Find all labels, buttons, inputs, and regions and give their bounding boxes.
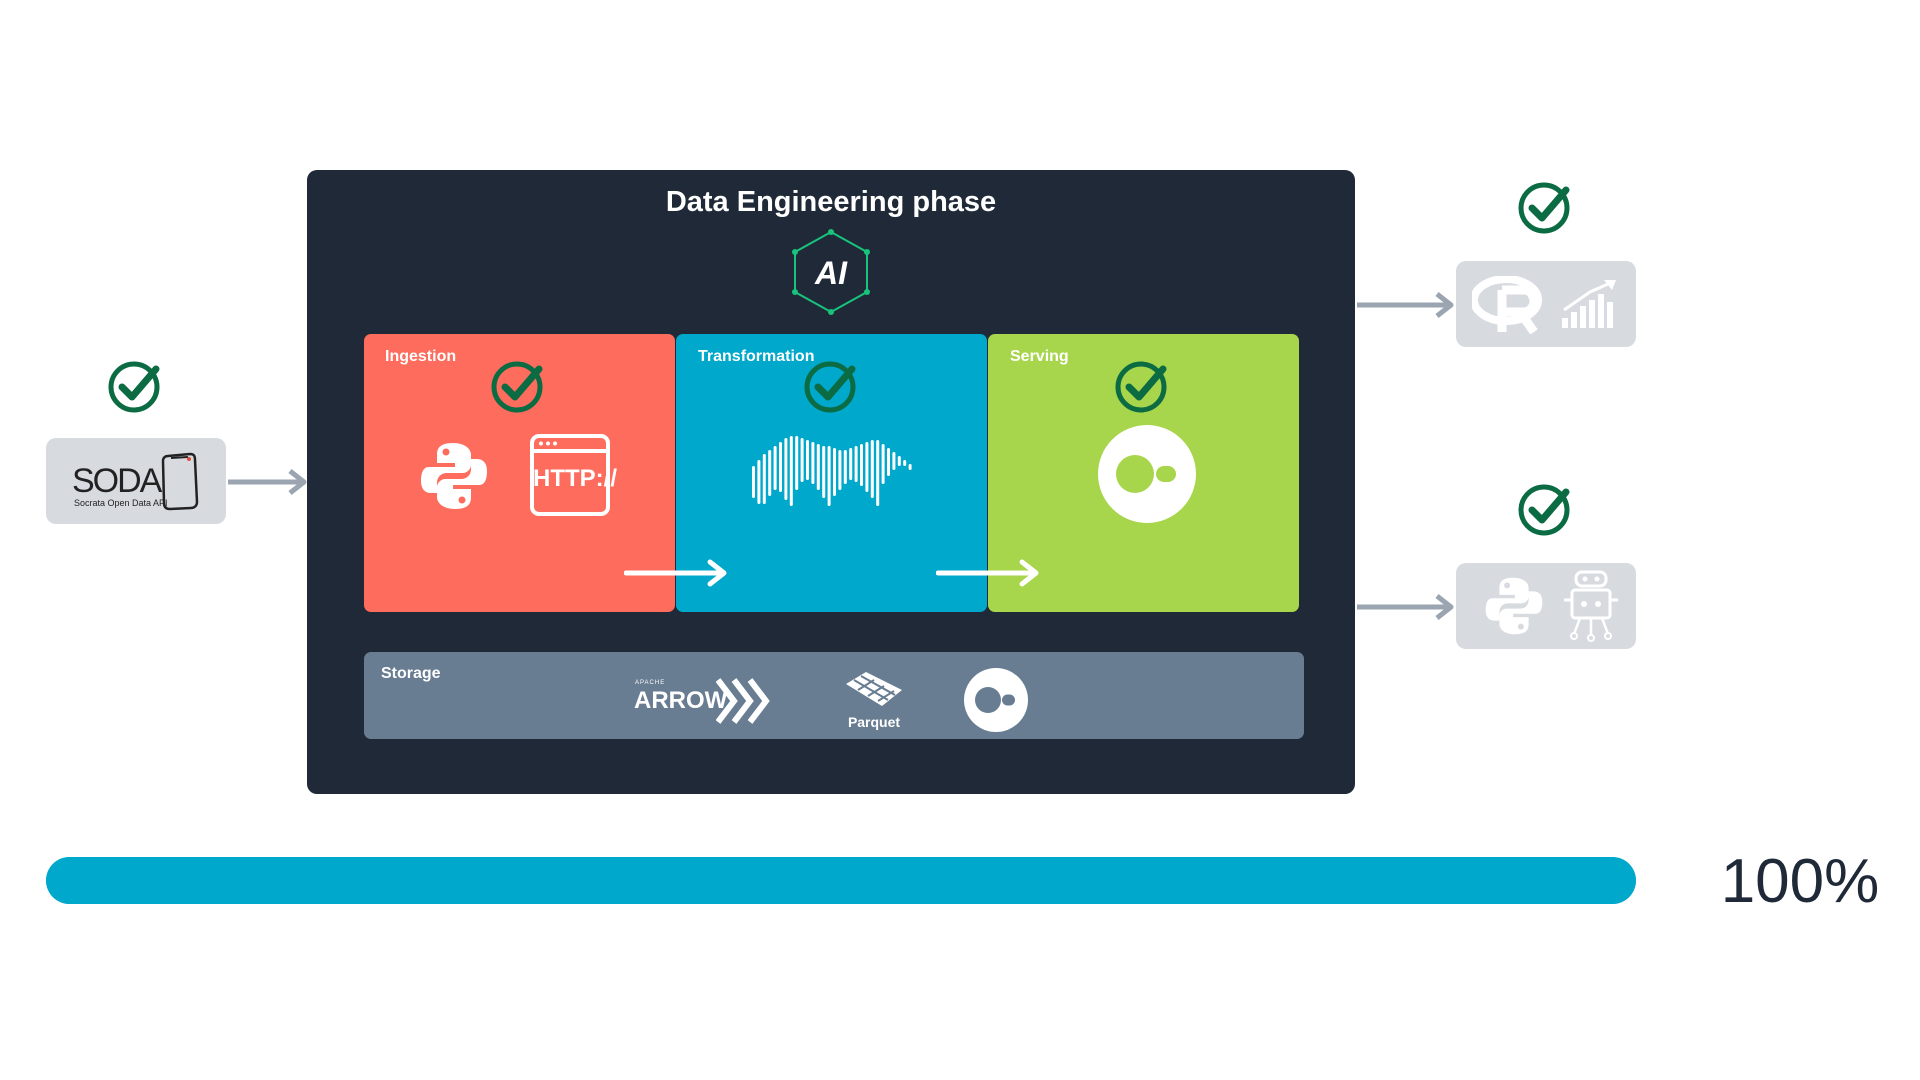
panel-title: Data Engineering phase	[665, 186, 997, 218]
bear-bar	[860, 444, 863, 486]
duckdb-icon	[1097, 424, 1197, 524]
soda-subtitle: Socrata Open Data API	[74, 498, 168, 508]
bear-bar	[854, 446, 858, 482]
bear-bar	[892, 452, 896, 470]
bear-bar	[800, 438, 804, 482]
bear-bar	[887, 448, 890, 476]
http-text: HTTP://	[533, 465, 617, 492]
bear-bar	[789, 436, 793, 506]
check-icon	[1518, 480, 1574, 536]
check-icon	[491, 357, 547, 413]
storage-box	[364, 652, 1304, 739]
progress-bar-fill	[46, 857, 1636, 904]
polars-bear-icon	[748, 430, 918, 520]
bear-bar	[757, 460, 761, 504]
bear-bar	[827, 446, 831, 506]
python-icon	[1484, 576, 1544, 636]
progress-bar	[46, 857, 1636, 904]
stage-ingestion	[364, 334, 675, 612]
soda-logo-text: SODA	[72, 462, 162, 500]
check-icon	[804, 357, 860, 413]
bear-bar	[806, 440, 809, 480]
bear-bar	[897, 456, 901, 466]
bear-bar	[908, 464, 912, 470]
bear-bar	[762, 454, 766, 504]
bear-bar	[843, 450, 847, 484]
bear-bar	[903, 460, 907, 466]
bear-bar	[811, 442, 815, 484]
arrow-right-icon	[1357, 593, 1457, 621]
duckdb-icon	[963, 667, 1029, 733]
bear-bar	[768, 450, 772, 496]
soda-can-icon	[160, 452, 200, 512]
storage-label: Storage	[381, 665, 441, 682]
stage-label-transformation: Transformation	[698, 348, 815, 365]
stage-label-ingestion: Ingestion	[385, 348, 457, 365]
bear-bar	[795, 436, 799, 490]
robot-icon	[1562, 570, 1620, 642]
bear-bar	[870, 440, 874, 498]
parquet-icon	[844, 670, 904, 710]
python-icon	[419, 441, 489, 511]
bear-bar	[822, 446, 826, 498]
bear-bar	[881, 444, 885, 484]
parquet-label: Parquet	[847, 714, 901, 730]
bar-chart-icon	[1560, 278, 1622, 330]
bear-bar	[865, 442, 869, 492]
bear-bar	[773, 446, 777, 490]
arrow-right-icon	[228, 468, 310, 496]
arrow-logo-small-text: APACHE	[635, 680, 666, 686]
bear-bar	[752, 466, 755, 498]
check-icon	[1518, 178, 1574, 234]
output-box-r	[1456, 261, 1636, 347]
check-icon	[1115, 357, 1171, 413]
ai-logo-text: AI	[814, 255, 848, 291]
arrow-right-icon	[1357, 291, 1457, 319]
bear-bar	[838, 450, 842, 490]
http-icon	[529, 433, 611, 517]
apache-arrow-icon	[716, 676, 776, 726]
r-logo-icon	[1472, 276, 1552, 334]
stage-transformation	[676, 334, 987, 612]
check-icon	[108, 357, 164, 413]
bear-bar	[833, 448, 836, 496]
progress-percent: 100%	[1720, 847, 1880, 916]
bear-bar	[784, 438, 788, 500]
ai-logo-icon: AI	[791, 228, 871, 316]
bear-bar	[816, 444, 820, 490]
arrow-right-icon	[936, 558, 1042, 588]
stage-label-serving: Serving	[1010, 348, 1069, 365]
bear-bar	[876, 440, 880, 506]
bear-bar	[849, 448, 853, 480]
bear-bar	[779, 442, 782, 492]
arrow-right-icon	[624, 558, 730, 588]
arrow-logo-text: ARROW	[634, 687, 728, 714]
